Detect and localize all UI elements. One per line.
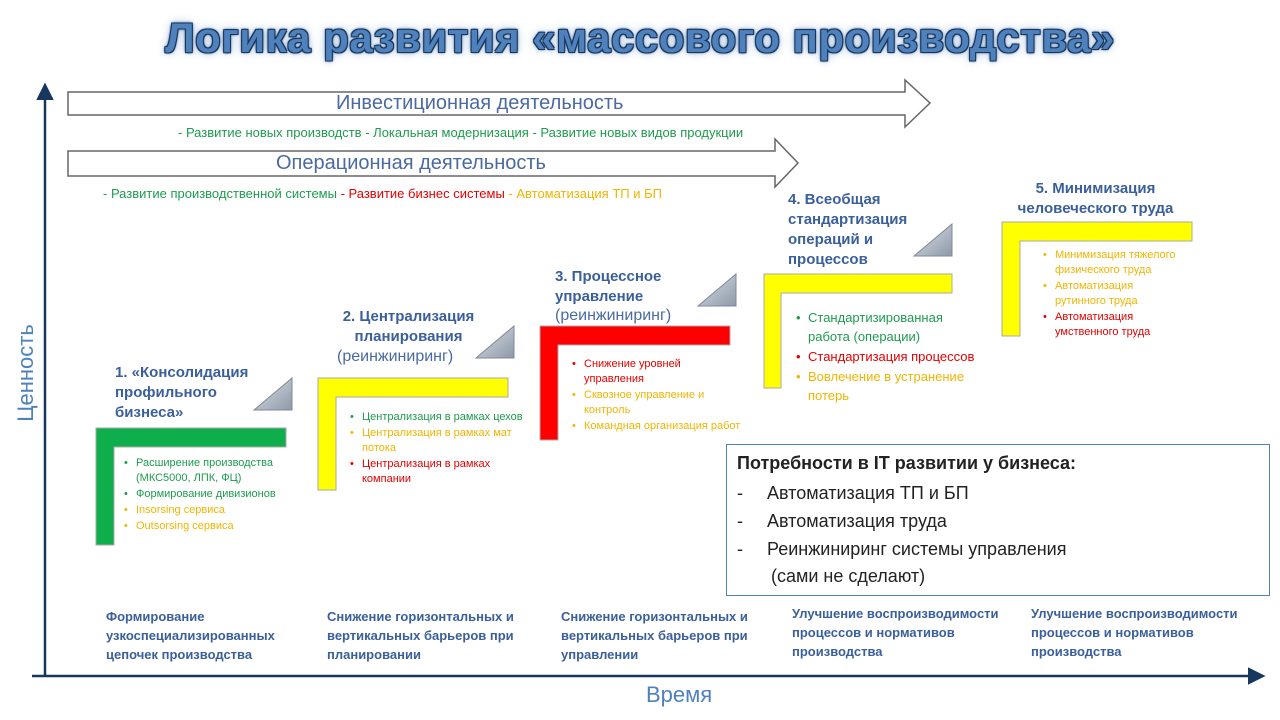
list-item: Минимизация тяжелого физического труда — [1043, 248, 1178, 278]
list-item: Автоматизация умственного труда — [1043, 310, 1178, 340]
operational-arrow — [67, 137, 800, 189]
list-item: Централизация в рамках цехов — [350, 410, 535, 425]
it-needs-note: (сами не сделают) — [771, 566, 926, 586]
operational-item: - Развитие бизнес системы — [340, 186, 509, 201]
stage-4-title: 4. Всеобщая стандартизация операций и пр… — [788, 191, 908, 268]
investment-item: - Развитие новых производств — [178, 125, 366, 140]
operational-subitems: - Развитие производственной системы - Ра… — [103, 186, 662, 201]
stage-2-subtitle: (реинжиниринг) — [337, 348, 454, 365]
investment-arrow-label: Инвестиционная деятельность — [336, 92, 624, 114]
it-need-text: Реинжиниринг системы управления — [767, 539, 1067, 559]
list-item: Централизация в рамках компании — [350, 457, 535, 487]
stage-3-subtitle: (реинжиниринг) — [555, 307, 672, 324]
it-needs-box: Потребности в IT развитии у бизнеса: -Ав… — [726, 444, 1270, 596]
operational-arrow-label: Операционная деятельность — [276, 152, 546, 174]
list-item: Вовлечение в устранение потерь — [796, 367, 981, 405]
operational-item: - Развитие производственной системы — [103, 186, 341, 201]
stage-2-outcome: Снижение горизонтальных и вертикальных б… — [327, 609, 514, 662]
it-need-item: -Автоматизация ТП и БП — [737, 483, 969, 503]
stage-3-bullets: Снижение уровней управления Сквозное упр… — [572, 357, 742, 435]
list-item: Снижение уровней управления — [572, 357, 742, 387]
investment-item: - Локальная модернизация — [365, 125, 533, 140]
step-triangle-1 — [252, 376, 293, 411]
x-axis-label: Время — [646, 682, 713, 707]
stage-3-title: 3. Процессное управление — [555, 268, 662, 305]
it-need-text: Автоматизация ТП и БП — [767, 483, 969, 503]
operational-item: - Автоматизация ТП и БП — [508, 186, 662, 201]
list-item: Расширение производства (МКС5000, ЛПК, Ф… — [124, 456, 304, 486]
stage-5-title: 5. Минимизация человеческого труда — [1017, 180, 1174, 217]
stage-5-bullets: Минимизация тяжелого физического труда А… — [1043, 248, 1178, 341]
stage-5-outcome: Улучшение воспроизводимости процессов и … — [1031, 606, 1238, 659]
stage-1-title: 1. «Консолидация профильного бизнеса» — [115, 364, 249, 421]
step-triangle-2 — [474, 324, 515, 359]
list-item: Стандартизация процессов — [796, 347, 981, 366]
stage-1-bullets: Расширение производства (МКС5000, ЛПК, Ф… — [124, 456, 304, 535]
it-need-item: -Автоматизация труда — [737, 511, 947, 531]
list-item: Стандартизированная работа (операции) — [796, 308, 981, 346]
stage-2-bar — [317, 377, 509, 491]
list-item: Outsorsing сервиса — [124, 519, 304, 534]
y-axis-label: Ценность — [13, 324, 38, 422]
list-item: Автоматизация рутинного труда — [1043, 279, 1178, 309]
stage-4-bullets: Стандартизированная работа (операции) Ст… — [796, 308, 981, 406]
list-item: Insorsing сервиса — [124, 503, 304, 518]
list-item: Сквозное управление и контроль — [572, 388, 742, 418]
stage-2-title: 2. Централизация планирования — [342, 308, 475, 345]
it-needs-title: Потребности в IT развитии у бизнеса: — [737, 453, 1077, 473]
stage-5-bar — [1001, 221, 1193, 337]
stage-4-outcome: Улучшение воспроизводимости процессов и … — [792, 606, 999, 659]
investment-subitems: - Развитие новых производств - Локальная… — [178, 125, 743, 140]
stage-3-outcome: Снижение горизонтальных и вертикальных б… — [561, 609, 748, 662]
stage-1-bar — [95, 427, 287, 546]
investment-item: - Развитие новых видов продукции — [532, 125, 744, 140]
step-triangle-4 — [912, 222, 953, 257]
step-triangle-3 — [696, 272, 737, 307]
page-title: Логика развития «массового производства» — [165, 14, 1115, 61]
stage-4-bar — [763, 273, 953, 389]
list-item: Централизация в рамках мат потока — [350, 426, 535, 456]
list-item: Командная организация работ — [572, 419, 742, 434]
stage-2-bullets: Централизация в рамках цехов Централизац… — [350, 410, 535, 488]
it-need-item: -Реинжиниринг системы управления — [737, 539, 1067, 559]
stage-3-bar — [539, 325, 731, 441]
list-item: Формирование дивизионов — [124, 487, 304, 502]
stage-1-outcome: Формирование узкоспециализированных цепо… — [106, 609, 275, 662]
it-need-text: Автоматизация труда — [767, 511, 947, 531]
investment-arrow — [67, 78, 932, 129]
